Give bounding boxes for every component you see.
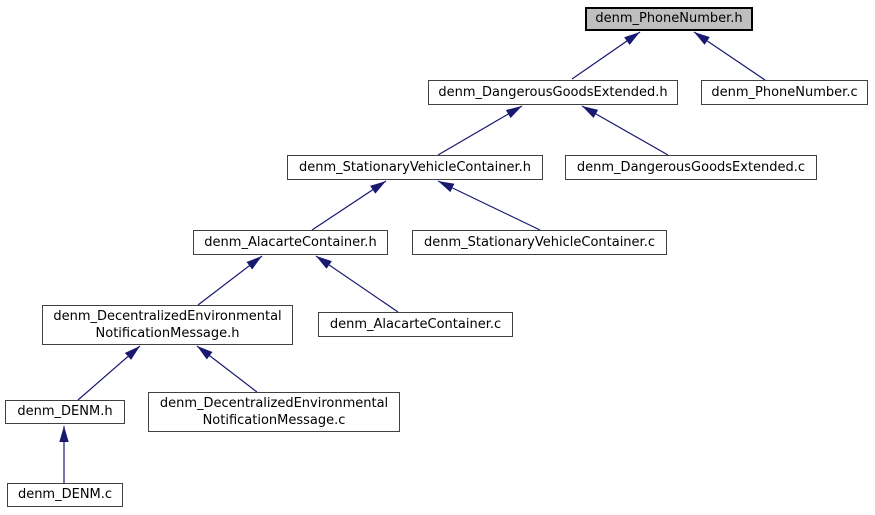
node-denm-phonenumber-c[interactable]: denm_PhoneNumber.c: [701, 80, 868, 105]
node-label: denm_AlacarteContainer.h: [204, 234, 377, 250]
edge-dangerousgoodsextended-c-to-dangerousgoodsextended-h: [581, 105, 669, 156]
node-denm-decentralizedenvironmentalnotificationmessage-c[interactable]: denm_DecentralizedEnvironmental Notifica…: [148, 392, 400, 432]
node-denm-stationaryvehiclecontainer-h[interactable]: denm_StationaryVehicleContainer.h: [287, 155, 543, 180]
node-label: denm_StationaryVehicleContainer.c: [424, 234, 655, 250]
node-label: denm_PhoneNumber.h: [595, 11, 743, 27]
edge-denm-h-to-decentralizedenvironmentalnotificationmessage-h: [77, 345, 141, 401]
node-denm-alacartecontainer-h[interactable]: denm_AlacarteContainer.h: [193, 230, 388, 255]
edge-phonenumber-c-to-phonenumber-h: [693, 31, 766, 81]
node-label: denm_DangerousGoodsExtended.c: [576, 159, 806, 175]
node-label: denm_DENM.c: [17, 487, 113, 503]
node-label: denm_AlacarteContainer.c: [329, 316, 502, 332]
node-label: denm_DENM.h: [17, 404, 113, 420]
edge-decentralizedenvironmentalnotificationmessage-c-to-decentralizedenvironmentalnotificationmessage-h: [196, 345, 258, 393]
node-label: denm_PhoneNumber.c: [711, 84, 858, 100]
edge-stationaryvehiclecontainer-c-to-stationaryvehiclecontainer-h: [437, 180, 541, 231]
edge-alacartecontainer-c-to-alacartecontainer-h: [315, 255, 399, 313]
node-denm-denm-h[interactable]: denm_DENM.h: [5, 400, 125, 424]
edge-alacartecontainer-h-to-stationaryvehiclecontainer-h: [311, 180, 387, 231]
node-denm-decentralizedenvironmentalnotificationmessage-h[interactable]: denm_DecentralizedEnvironmental Notifica…: [42, 305, 293, 345]
node-label: denm_DecentralizedEnvironmental Notifica…: [53, 308, 282, 341]
node-label: denm_StationaryVehicleContainer.h: [298, 159, 532, 175]
node-denm-phonenumber-h: denm_PhoneNumber.h: [585, 7, 753, 31]
edge-dangerousgoodsextended-h-to-phonenumber-h: [571, 31, 641, 80]
node-denm-denm-c[interactable]: denm_DENM.c: [7, 483, 123, 507]
node-denm-alacartecontainer-c[interactable]: denm_AlacarteContainer.c: [318, 312, 513, 337]
edge-decentralizedenvironmentalnotificationmessage-h-to-alacartecontainer-h: [197, 255, 263, 306]
node-label: denm_DangerousGoodsExtended.h: [438, 84, 668, 100]
node-denm-stationaryvehiclecontainer-c[interactable]: denm_StationaryVehicleContainer.c: [412, 230, 667, 255]
node-label: denm_DecentralizedEnvironmental Notifica…: [159, 395, 389, 428]
edge-stationaryvehiclecontainer-h-to-dangerousgoodsextended-h: [437, 105, 523, 156]
node-denm-dangerousgoodsextended-h[interactable]: denm_DangerousGoodsExtended.h: [428, 80, 678, 105]
node-denm-dangerousgoodsextended-c[interactable]: denm_DangerousGoodsExtended.c: [565, 155, 817, 180]
